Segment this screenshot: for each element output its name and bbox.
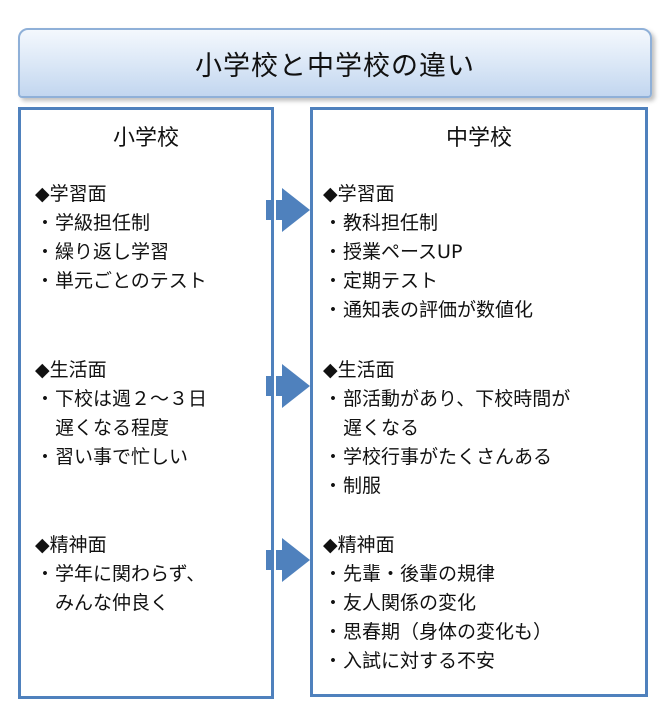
list-item: ・部活動があり、下校時間が 遅くなる: [323, 388, 571, 439]
junior-high-heading: 中学校: [445, 126, 512, 151]
arrow-right-icon: [266, 188, 310, 232]
section-title: ◆学習面: [35, 183, 107, 205]
list-item: ・単元ごとのテスト: [35, 270, 207, 292]
list-item: ・定期テスト: [323, 270, 439, 292]
list-item: ・下校は週２～３日 遅くなる程度: [35, 388, 208, 439]
elementary-school-heading: 小学校: [112, 126, 179, 151]
junior-high-mental-section: ◆精神面 ・先輩・後輩の規律 ・友人関係の変化 ・思春期（身体の変化も） ・入試…: [323, 531, 552, 676]
elementary-school-column: 小学校 ◆学習面 ・学級担任制 ・繰り返し学習 ・単元ごとのテスト ◆生活面 ・…: [18, 107, 274, 699]
list-item: ・学校行事がたくさんある: [323, 446, 553, 468]
list-item: ・教科担任制: [323, 212, 439, 234]
list-item: ・先輩・後輩の規律: [323, 563, 496, 585]
section-title: ◆生活面: [323, 359, 395, 381]
list-item: ・入試に対する不安: [323, 650, 496, 672]
junior-high-life-section: ◆生活面 ・部活動があり、下校時間が 遅くなる ・学校行事がたくさんある ・制服: [323, 356, 570, 501]
elementary-mental-section: ◆精神面 ・学年に関わらず、 みんな仲良く: [35, 531, 205, 618]
list-item: ・学級担任制: [35, 212, 151, 234]
list-item: ・友人関係の変化: [323, 592, 477, 614]
junior-high-study-section: ◆学習面 ・教科担任制 ・授業ペースUP ・定期テスト ・通知表の評価が数値化: [323, 180, 533, 325]
section-title: ◆精神面: [35, 534, 107, 556]
arrow-right-icon: [266, 538, 310, 582]
arrow-right-icon: [266, 364, 310, 408]
diagram-title: 小学校と中学校の違い: [18, 28, 652, 98]
list-item: ・思春期（身体の変化も）: [323, 621, 553, 643]
list-item: ・制服: [323, 475, 382, 497]
list-item: ・学年に関わらず、 みんな仲良く: [35, 563, 206, 614]
section-title: ◆生活面: [35, 359, 107, 381]
list-item: ・通知表の評価が数値化: [323, 299, 534, 321]
list-item: ・習い事で忙しい: [35, 446, 189, 468]
section-title: ◆学習面: [323, 183, 395, 205]
junior-high-column: 中学校 ◆学習面 ・教科担任制 ・授業ペースUP ・定期テスト ・通知表の評価が…: [310, 107, 648, 697]
elementary-life-section: ◆生活面 ・下校は週２～３日 遅くなる程度 ・習い事で忙しい: [35, 356, 207, 472]
elementary-study-section: ◆学習面 ・学級担任制 ・繰り返し学習 ・単元ごとのテスト: [35, 180, 207, 296]
section-title: ◆精神面: [323, 534, 395, 556]
list-item: ・授業ペースUP: [323, 241, 463, 263]
list-item: ・繰り返し学習: [35, 241, 170, 263]
